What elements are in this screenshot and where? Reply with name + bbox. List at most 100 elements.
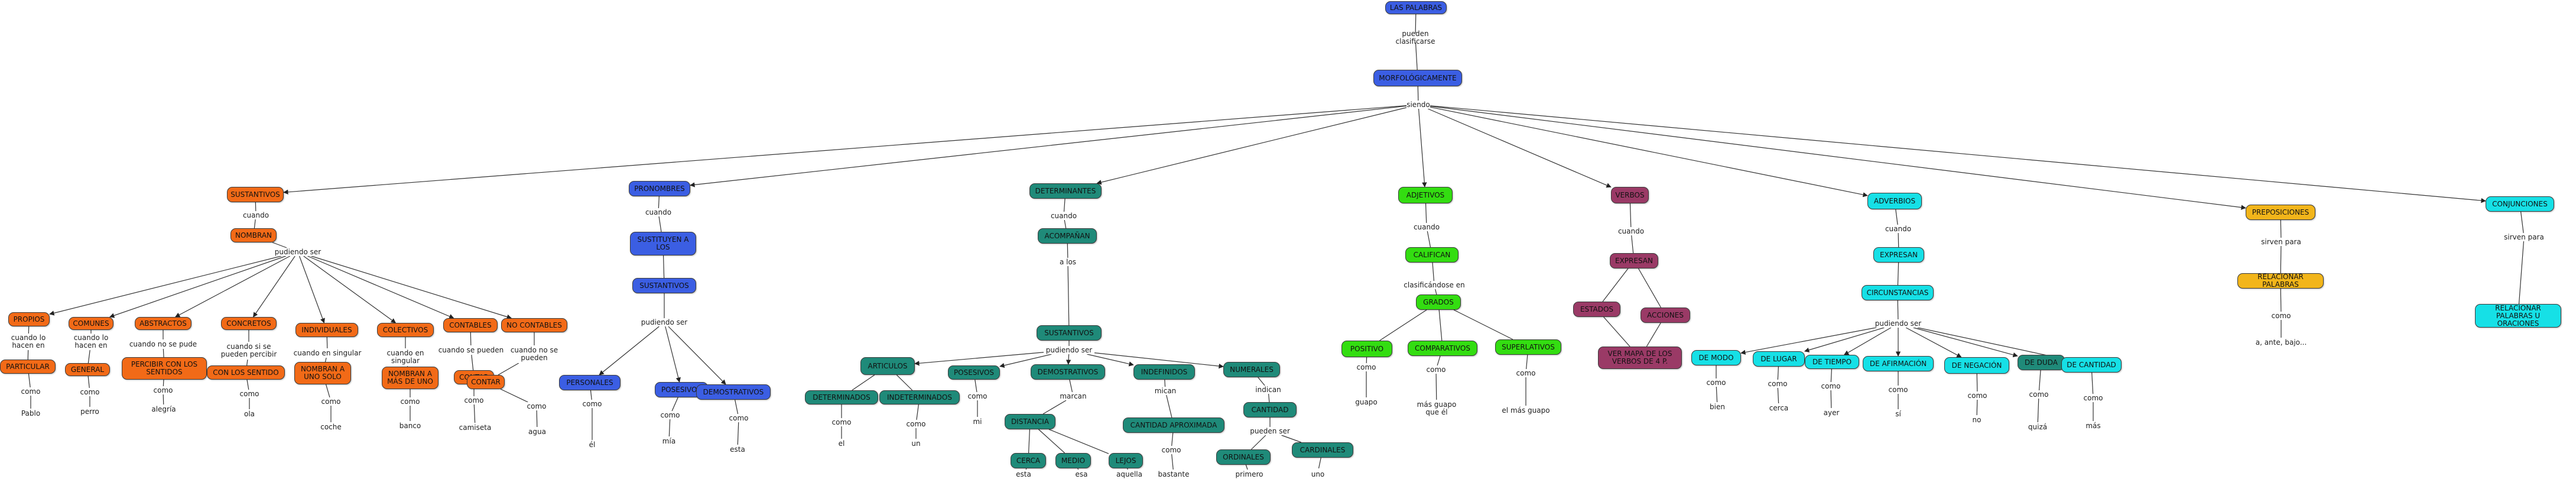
link-label-verb-cuando: cuando — [1616, 227, 1646, 235]
link-label-ex-pablo: Pablo — [18, 409, 44, 418]
link-label-ex-ayer-c: como — [1818, 382, 1844, 390]
link-label-ex-agua-c: como — [524, 402, 550, 410]
concept-node-sustituyen: SUSTITUYEN A LOS — [630, 232, 696, 255]
concept-node-comunes: COMUNES — [69, 317, 113, 330]
connector-pron-ps-to-demostrativos — [668, 326, 726, 385]
link-label-ncont-l: cuando no se pueden — [503, 345, 565, 363]
link-label-ex-bastante: bastante — [1152, 470, 1195, 479]
concept-node-circunstancias: CIRCUNSTANCIAS — [1862, 285, 1934, 300]
concept-node-adjetivos: ADJETIVOS — [1398, 187, 1453, 203]
link-label-ex-cerca: cerca — [1765, 403, 1793, 413]
connector-nombran-to-sust-ps — [272, 242, 287, 248]
link-label-ex-un-c: como — [903, 420, 929, 428]
connector-puedenclas-to-morfo — [1415, 42, 1418, 70]
link-label-ex-bien-c: como — [1703, 378, 1729, 387]
link-label-sirven1: sirven para — [2255, 238, 2307, 246]
concept-node-verbos: VERBOS — [1611, 187, 1649, 203]
concept-node-comparativos: COMPARATIVOS — [1408, 341, 1477, 356]
link-label-prop-l: cuando lo hacen en — [4, 334, 53, 350]
connector-marcan-to-distancia — [1042, 400, 1067, 415]
connector-grados-to-superlativos — [1453, 309, 1513, 340]
connector-estados-to-verbomapa — [1603, 316, 1630, 347]
link-label-ex-mi: mi — [969, 417, 986, 426]
link-label-ex-quiza: quizá — [2023, 422, 2052, 432]
link-label-ex-ola-c: como — [236, 390, 262, 398]
link-label-ex-masguapo-c: como — [1423, 365, 1449, 374]
connector-alos-to-det-sust — [1067, 266, 1070, 326]
link-label-ex-guapo: guapo — [1351, 397, 1382, 407]
connector-adjetivos-to-adj-cuando — [1425, 203, 1427, 224]
link-label-ex-si: sí — [1891, 409, 1905, 419]
link-label-ex-un: un — [909, 439, 923, 448]
concept-node-cantidad: CANTIDAD — [1243, 402, 1297, 417]
connector-contables-to-cont-l — [470, 332, 472, 346]
connector-unosolo-to-ex-coche-c — [325, 384, 330, 398]
link-label-ex-esa: esa — [1070, 470, 1093, 479]
link-label-adj-cuando: cuando — [1411, 223, 1442, 231]
concept-node-preps: PREPOSICIONES — [2246, 205, 2315, 220]
link-label-indef-mican: mican — [1149, 387, 1182, 395]
connector-siendo-to-verbos — [1428, 108, 1612, 188]
connector-pron-ps-to-personales — [599, 326, 660, 376]
link-label-ex-no-c: como — [1964, 391, 1990, 400]
link-label-ex-coche: coche — [316, 422, 346, 432]
concept-node-distancia: DISTANCIA — [1005, 414, 1055, 429]
connector-siendo-to-adverbios — [1430, 106, 1868, 198]
concept-node-califican: CALIFICAN — [1405, 247, 1458, 263]
connector-sirven2-to-relacionar2 — [2518, 241, 2525, 305]
connector-expresan-to-acciones — [1638, 268, 1662, 308]
connector-ex-alegria-c-to-ex-alegria — [163, 394, 164, 405]
connector-cantaprox-to-ex-bastante-c — [1171, 432, 1174, 446]
link-label-det-cuando: cuando — [1048, 212, 1079, 220]
concept-node-demodo: DE MODO — [1691, 350, 1741, 365]
connector-ncont-l-to-contar2 — [498, 363, 519, 376]
link-label-ex-perro: perro — [76, 407, 104, 416]
concept-node-numerales: NUMERALES — [1223, 362, 1280, 377]
link-label-sust-cuando: cuando — [241, 211, 271, 219]
concept-node-demostrativos: DEMOSTRATIVOS — [696, 384, 771, 400]
connector-adverbios-to-adv-cuando — [1895, 209, 1898, 225]
concept-node-pron: PRONOMBRES — [629, 181, 690, 196]
link-label-col-l: cuando en singular — [376, 348, 435, 366]
link-label-com-l: cuando lo hacen en — [66, 334, 116, 350]
link-label-ex-mia-c: como — [657, 411, 683, 419]
connector-ex-mia-c-to-ex-mia — [668, 419, 671, 437]
link-label-indican: indican — [1252, 386, 1285, 394]
connector-ex-bastante-c-to-ex-bastante — [1171, 454, 1174, 470]
connector-adv-ps-to-deduda — [1913, 327, 2018, 358]
connector-adv-ps-to-decant — [1917, 327, 2062, 360]
concept-node-unosolo: NOMBRAN A UNO SOLO — [294, 362, 351, 384]
concept-node-general: GENERAL — [65, 363, 110, 376]
link-label-ex-el: él — [586, 440, 598, 449]
concept-node-masdeuno: NOMBRAN A MÁS DE UNO — [382, 367, 438, 389]
link-label-ex-banco: banco — [395, 421, 425, 431]
connector-cardinales-to-ex-uno-c — [1318, 457, 1321, 469]
connector-distancia-to-cerca — [1028, 429, 1031, 454]
concept-node-superlativos: SUPERLATIVOS — [1495, 339, 1561, 355]
concept-node-concretos: CONCRETOS — [221, 317, 277, 330]
concept-node-deduda: DE DUDA — [2018, 355, 2065, 370]
concept-node-indefinidos: INDEFINIDOS — [1133, 364, 1195, 380]
connector-abs-l-to-percibir — [163, 348, 164, 358]
link-label-sirven2: sirven para — [2499, 233, 2549, 241]
connector-conj-to-sirven2 — [2520, 211, 2524, 234]
connector-demostrativos2-to-marcan — [1069, 379, 1073, 393]
concept-node-positivo: POSITIVO — [1341, 341, 1392, 357]
link-label-ex-primero: primero — [1232, 470, 1267, 479]
connector-acompanan-to-alos — [1067, 243, 1068, 258]
concept-node-personales: PERSONALES — [559, 375, 621, 390]
connector-califican-to-clasif-en — [1432, 262, 1435, 281]
connector-sust-cuando-to-nombran — [254, 219, 256, 229]
connector-ind-l-to-unosolo — [324, 357, 327, 363]
concept-node-grados: GRADOS — [1416, 294, 1461, 310]
link-label-siendo: siendo — [1406, 100, 1430, 109]
connector-indef-mican-to-cantaprox — [1166, 394, 1172, 418]
concept-node-det-sust: SUSTANTIVOS — [1037, 325, 1102, 341]
concept-node-pron-sust: SUSTANTIVOS — [632, 278, 696, 293]
concept-node-propios: PROPIOS — [8, 312, 50, 326]
concept-node-demostrativos2: DEMOSTRATIVOS — [1031, 364, 1105, 380]
concept-node-deafirm: DE AFIRMACIÓN — [1863, 356, 1934, 371]
connector-particular-to-ex-pablo-c — [28, 373, 31, 388]
link-label-ex-esta2: esta — [1011, 470, 1037, 479]
link-label-ex-ola: ola — [239, 409, 260, 419]
